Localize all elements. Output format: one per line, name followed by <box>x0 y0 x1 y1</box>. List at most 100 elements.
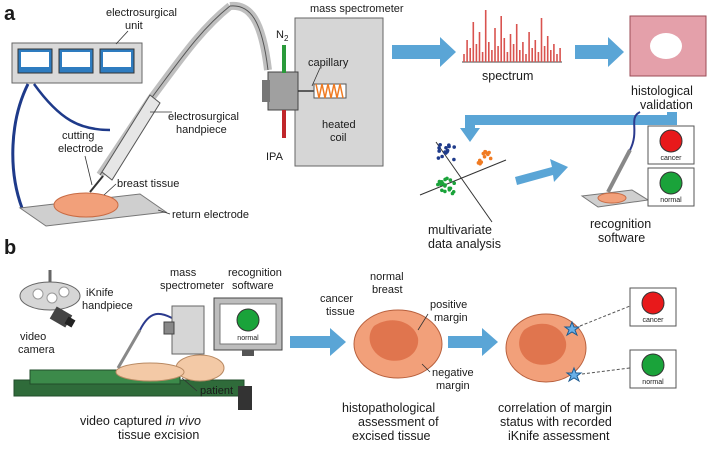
mass-spectrometer-label: mass spectrometer <box>310 3 404 15</box>
scatter-point <box>445 149 449 154</box>
mass-spectrometer-box <box>294 17 384 167</box>
leader-line <box>421 363 431 373</box>
patient-label: patient <box>200 385 233 397</box>
multivariate-label-2: data analysis <box>428 237 501 251</box>
handpiece-label-1: electrosurgical <box>168 111 239 123</box>
surgical-lamp <box>19 270 81 311</box>
histo-caption-2: assessment of <box>358 415 439 429</box>
histology-lumen <box>650 33 682 59</box>
monitor-normal-indicator-icon <box>236 308 260 332</box>
scatter-point <box>437 149 441 153</box>
cancer-tissue-label-2: tissue <box>326 306 355 318</box>
venturi-block <box>267 71 299 111</box>
leader-line <box>311 67 321 87</box>
cutting-electrode-label-2: electrode <box>58 143 103 155</box>
video-caption-2: tissue excision <box>118 428 199 442</box>
multivariate-label-1: multivariate <box>428 223 492 237</box>
ms-b-label-2: spectrometer <box>160 280 225 292</box>
video-camera-label-2: camera <box>18 344 56 356</box>
histo-caption-3: excised tissue <box>352 429 431 443</box>
cutting-electrode-label-1: cutting <box>62 130 94 142</box>
cancer-indicator-b-icon <box>641 291 665 315</box>
iknife-label-1: iKnife <box>86 287 114 299</box>
correlation-line <box>579 305 631 327</box>
negative-margin-label-2: margin <box>436 380 470 392</box>
tumor-region <box>369 320 419 361</box>
scatter-point <box>451 189 456 194</box>
video-caption-1: video captured in vivo <box>80 414 201 428</box>
arrow-to-recognition <box>515 159 568 185</box>
footswitch <box>238 386 252 410</box>
scatter-point <box>483 149 488 154</box>
arrow-to-histopathology <box>290 328 346 356</box>
scatter-point <box>445 176 449 181</box>
normal-indicator-icon <box>659 171 683 195</box>
corr-caption-1: correlation of margin <box>498 401 612 415</box>
electrosurgical-unit-label-1: electrosurgical <box>106 7 177 19</box>
normal-breast-label-1: normal <box>370 271 404 283</box>
inlet <box>262 80 270 102</box>
video-camera-icon <box>49 306 76 328</box>
scatter-point <box>447 144 451 149</box>
electrosurgical-unit-label-2: unit <box>125 20 143 32</box>
scatter-point <box>436 156 441 160</box>
histo-caption-1: histopathological <box>342 401 435 415</box>
n2-line <box>282 45 286 73</box>
leader-line <box>84 155 93 186</box>
arrow-to-spectrum <box>392 37 456 67</box>
panel-b-letter: b <box>4 237 16 259</box>
normal-card-b-label: normal <box>642 379 664 386</box>
leader-line <box>157 209 171 215</box>
breast-tissue-label: breast tissue <box>117 178 179 190</box>
rs-b-label-1: recognition <box>228 267 282 279</box>
video-camera-label-1: video <box>20 331 46 343</box>
ms-b-label-1: mass <box>170 267 197 279</box>
scatter-point <box>436 182 440 187</box>
scatter-point <box>437 146 441 150</box>
scatter-point <box>444 145 448 150</box>
recognition-label-2: software <box>598 231 645 245</box>
arrow-to-analysis <box>465 112 677 132</box>
positive-margin-label-2: margin <box>434 312 468 324</box>
scatter-point <box>476 161 481 165</box>
n2-label: N2 <box>276 29 289 43</box>
normal-indicator-b-icon <box>641 353 665 377</box>
handpiece-label-2: handpiece <box>176 124 227 136</box>
iknife-label-2: handpiece <box>82 300 133 312</box>
iknife-handpiece <box>116 329 142 369</box>
scatter-point <box>452 157 456 162</box>
scatter-point <box>440 154 444 159</box>
patient-head <box>175 354 225 382</box>
negative-margin-star-icon <box>565 366 583 383</box>
arrow-to-analysis-head <box>460 128 480 142</box>
leader-line <box>181 377 198 392</box>
scatter-point <box>452 145 457 149</box>
return-cable <box>11 83 30 209</box>
scatter-point <box>486 152 490 157</box>
monitor-normal-label: normal <box>237 335 259 342</box>
cancer-card-a-label: cancer <box>660 155 682 162</box>
electrosurgical-unit <box>11 42 143 84</box>
recognition-handpiece <box>606 149 632 193</box>
scatter-point <box>452 181 456 185</box>
spectrum-label: spectrum <box>482 69 533 83</box>
arrow-to-correlation <box>448 328 498 356</box>
spectrum-plot <box>462 10 562 63</box>
leader-line <box>115 30 129 45</box>
histological-label-1: histological <box>631 84 693 98</box>
recognition-label-1: recognition <box>590 217 651 231</box>
scatter-point <box>438 143 442 147</box>
scatter-point <box>479 160 484 164</box>
cancer-card-b-label: cancer <box>642 317 664 324</box>
normal-breast-label-2: breast <box>372 284 403 296</box>
leader-line <box>417 313 429 331</box>
ms-b-inlet <box>163 321 175 335</box>
capillary-label: capillary <box>308 57 349 69</box>
multivariate-scatter <box>419 141 507 223</box>
cancer-tissue-label-1: cancer <box>320 293 353 305</box>
scatter-point <box>482 155 487 159</box>
corr-caption-2: status with recorded <box>500 415 612 429</box>
scatter-point <box>448 178 453 182</box>
